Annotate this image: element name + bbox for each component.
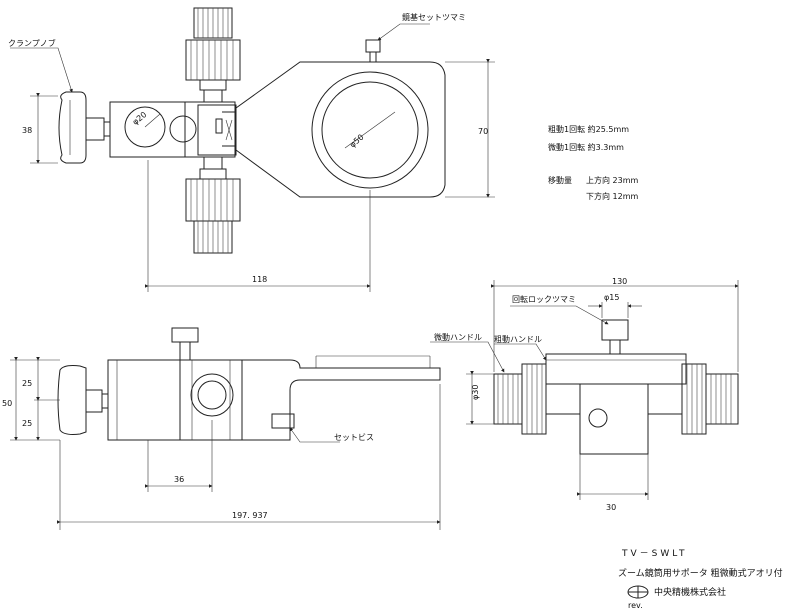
dim-phi30: φ30: [471, 385, 480, 400]
rotation-lock-label: 回転ロックツマミ: [512, 295, 576, 304]
title-block: TV－SWLT ズーム鏡筒用サポータ 粗微動式アオリ付 中央精機株式会社 rev…: [618, 549, 783, 610]
spec-coarse: 粗動1回転 約25.5mm: [548, 124, 629, 134]
dim-197: 197. 937: [232, 511, 268, 520]
clamp-knob: [58, 91, 111, 164]
revision: rev.: [628, 601, 643, 610]
mirror-base-set-knob-label: 鏡基セットツマミ: [402, 12, 466, 22]
top-dimensions: [10, 23, 495, 292]
dim-38: 38: [22, 126, 32, 135]
set-screw-label: セットビス: [334, 433, 374, 442]
dim-36: 36: [174, 475, 184, 484]
spec-travel-up: 上方向 23mm: [586, 175, 639, 185]
top-lower-handle: [185, 156, 241, 254]
top-main-block: [109, 101, 237, 158]
product-name: ズーム鏡筒用サポータ 粗微動式アオリ付: [618, 567, 783, 579]
dim-phi15: φ15: [604, 293, 619, 302]
dim-130: 130: [612, 277, 627, 286]
spec-notes: 粗動1回転 約25.5mm 微動1回転 約3.3mm 移動量 上方向 23mm …: [548, 124, 639, 201]
front-view: 25 25 50 36 197. 937 セットビス: [2, 327, 441, 530]
side-view: 130 φ15 φ30 30 回転ロックツマミ 微動ハンドル 粗動ハンドル: [430, 277, 739, 512]
spec-travel-label: 移動量: [548, 175, 572, 185]
model-number: TV－SWLT: [621, 549, 688, 559]
dim-phi20: φ20: [131, 110, 149, 127]
dim-25-bottom: 25: [22, 419, 32, 428]
dim-25-top: 25: [22, 379, 32, 388]
dim-50: 50: [2, 399, 12, 408]
company-logo: [627, 585, 649, 599]
dim-30: 30: [606, 503, 616, 512]
company-name: 中央精機株式会社: [654, 586, 726, 598]
clamp-knob-label: クランプノブ: [8, 38, 56, 48]
fine-handle-label: 微動ハンドル: [434, 332, 482, 342]
top-ring-arm: [235, 39, 446, 198]
spec-travel-down: 下方向 12mm: [586, 191, 639, 201]
spec-fine: 微動1回転 約3.3mm: [548, 142, 624, 152]
top-view: 38 φ20 φ50 70 118 クランプノブ 鏡基セットツマミ: [8, 7, 495, 292]
dim-70: 70: [478, 127, 488, 136]
dim-118: 118: [252, 275, 267, 284]
top-upper-handle: [185, 7, 241, 103]
coarse-handle-label: 粗動ハンドル: [494, 334, 542, 344]
